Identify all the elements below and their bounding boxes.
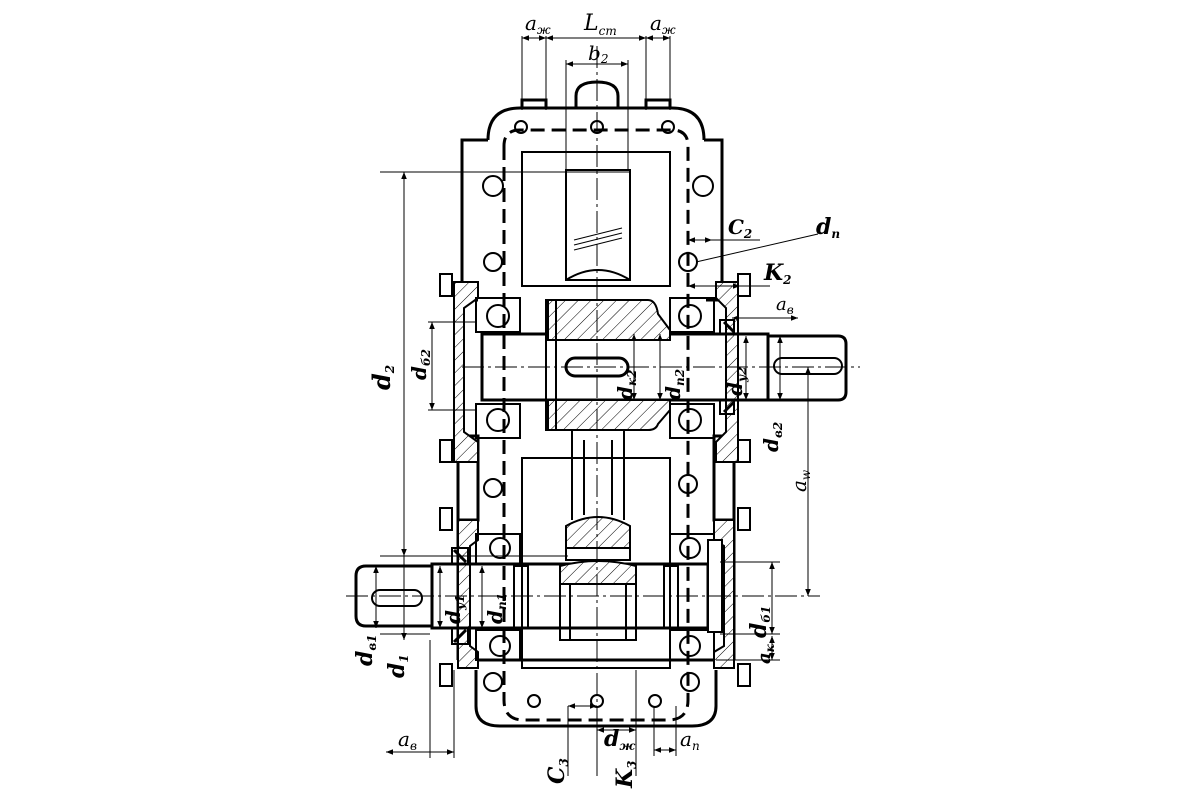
svg-text:b2: b2	[588, 41, 608, 66]
label-c2: C	[728, 215, 744, 239]
label-d-p: d	[816, 214, 831, 240]
svg-text:dп: dп	[816, 214, 840, 241]
svg-text:Lст: Lст	[583, 11, 617, 38]
svg-text:aв: aв	[398, 727, 417, 753]
label-a-w: a	[787, 480, 811, 492]
label-d-zh: d	[604, 726, 619, 752]
label-b2: b	[588, 41, 601, 65]
label-d1: d	[384, 663, 410, 678]
svg-text:dу2: dу2	[723, 366, 749, 396]
output-shaft	[475, 297, 848, 439]
svg-text:dп1: dп1	[483, 593, 509, 624]
label-d-k2: d	[613, 386, 637, 400]
svg-text:aп: aп	[680, 727, 700, 753]
svg-text:K3: K3	[612, 761, 639, 789]
dimension-labels: aж Lст aж b2 C2 dп K2 aв d2 dб2 dк2 dп2 …	[352, 11, 840, 789]
label-d-b1: d	[746, 623, 772, 638]
bolt-holes	[482, 120, 714, 708]
svg-text:C2: C2	[728, 215, 752, 241]
svg-text:aв: aв	[776, 294, 794, 317]
label-a-p: a	[680, 727, 692, 751]
label-a-zh-right: a	[650, 11, 662, 35]
label-d-y2: d	[723, 382, 747, 396]
input-shaft	[354, 533, 723, 661]
svg-text:dб1: dб1	[746, 606, 773, 638]
label-d-v2: d	[759, 438, 783, 452]
svg-text:aк: aк	[754, 643, 777, 664]
label-a-zh-left: a	[525, 11, 537, 35]
svg-text:aw: aw	[787, 469, 813, 492]
label-d-y1: d	[441, 610, 465, 624]
svg-text:dв2: dв2	[759, 422, 785, 452]
label-c3: C	[544, 766, 570, 784]
vertical-shaft	[565, 169, 631, 561]
label-k2: K	[763, 260, 784, 286]
svg-text:dв1: dв1	[352, 634, 379, 666]
label-k3: K	[612, 768, 638, 789]
label-d-b2: d	[407, 366, 431, 380]
side-bolts	[439, 273, 751, 687]
label-d-v1: d	[352, 651, 378, 666]
center-lines	[346, 46, 860, 740]
svg-text:d1: d1	[384, 654, 411, 678]
dimension-lines	[373, 35, 819, 776]
label-d-p2: d	[661, 386, 685, 400]
label-d2: d	[367, 373, 396, 390]
svg-text:dж: dж	[604, 726, 635, 753]
label-l-st: L	[583, 11, 599, 36]
svg-text:dб2: dб2	[407, 349, 433, 380]
label-a-v-bottom: a	[398, 727, 410, 751]
svg-text:dу1: dу1	[441, 594, 467, 624]
svg-text:aж: aж	[650, 11, 676, 37]
svg-text:C3: C3	[544, 758, 571, 784]
label-a-k: a	[754, 652, 775, 664]
svg-text:d2: d2	[367, 365, 397, 390]
label-d-p1: d	[483, 610, 507, 624]
svg-text:K2: K2	[763, 260, 791, 287]
svg-text:dк2: dк2	[613, 370, 639, 400]
svg-text:aж: aж	[525, 11, 551, 37]
svg-text:dп2: dп2	[661, 369, 687, 400]
label-a-v-top: a	[776, 294, 787, 315]
